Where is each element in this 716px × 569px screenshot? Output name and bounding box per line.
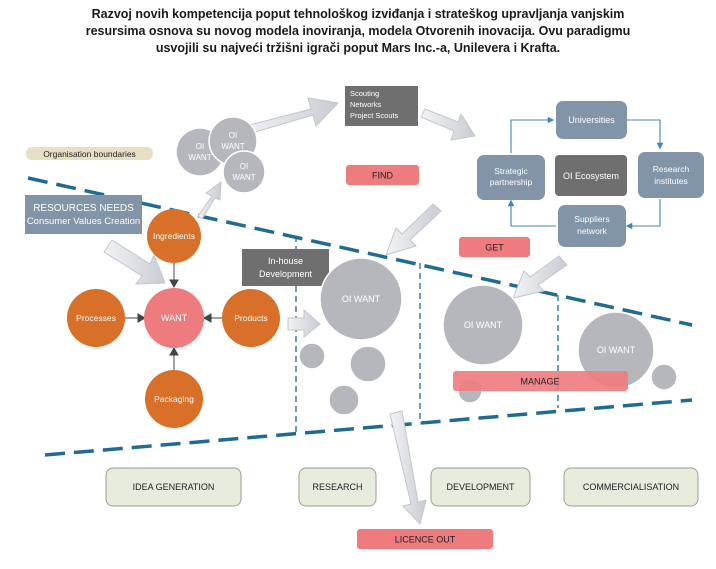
oi-want-research-circle — [319, 257, 403, 341]
oi-want-small-1-line-1: OI — [196, 142, 204, 151]
link-ingredients-want-head — [169, 279, 179, 289]
commercialisation-small-circle — [650, 363, 678, 391]
universities-label: Universities — [568, 115, 615, 125]
link-processes-want-head — [137, 313, 147, 323]
want-center-label: WANT — [161, 313, 188, 323]
packaging-label: Packaging — [154, 394, 194, 404]
eco-connector-suppliers-strategic — [507, 199, 556, 227]
stage-research-label: RESEARCH — [312, 482, 362, 492]
strategic-line-1: Strategic — [494, 166, 528, 176]
ingredients-node — [147, 209, 201, 263]
suppliers-line-2: network — [577, 226, 608, 236]
scouting-line-1: Scouting — [350, 89, 379, 98]
research-line-2: institutes — [654, 176, 688, 186]
resources-needs-line-1: RESOURCES NEEDS — [33, 203, 134, 214]
ingredients-label: Ingredients — [153, 231, 195, 241]
licence-out-label: LICENCE OUT — [395, 535, 456, 545]
research-stage-circles: OI WANT — [298, 257, 403, 416]
arrow-products-to-research — [287, 308, 321, 339]
stage-idea-generation-label: IDEA GENERATION — [133, 482, 215, 492]
get-label: GET — [485, 243, 504, 253]
oi-want-small-3-line-1: OI — [240, 162, 248, 171]
arrow-resources-to-want — [103, 239, 166, 285]
oi-want-cluster: OI WANT OI WANT OI WANT — [175, 116, 266, 194]
oi-want-small-3-line-2: WANT — [232, 173, 255, 182]
manage-label: MANAGE — [520, 377, 559, 387]
oi-ecosystem-center-box — [555, 155, 627, 196]
research-small-circle-1 — [298, 342, 326, 370]
heading-line-3: usvojili su najveći tržišni igrači poput… — [155, 41, 561, 55]
find-label: FIND — [372, 171, 393, 181]
want-cluster: Ingredients Processes WANT Products Pack… — [67, 209, 280, 428]
oi-want-commercialisation-label: OI WANT — [597, 345, 636, 355]
oi-want-small-2-line-2: WANT — [221, 142, 244, 151]
resources-needs-box — [25, 195, 142, 234]
org-boundaries-label: Organisation boundaries — [43, 149, 136, 159]
inhouse-line-1: In-house — [268, 256, 303, 266]
block-arrows — [103, 97, 568, 526]
resources-needs-line-2: Consumer Values Creation — [27, 216, 140, 227]
page-heading: Razvoj novih kompetencija poput tehnološ… — [40, 6, 676, 57]
heading-line-1: Razvoj novih kompetencija poput tehnološ… — [91, 7, 625, 21]
packaging-node — [145, 370, 203, 428]
oi-want-development-label: OI WANT — [464, 320, 503, 330]
stage-research-box — [298, 467, 377, 507]
scouting-line-2: Networks — [350, 100, 382, 109]
scouting-line-3: Project Scouts — [350, 111, 399, 120]
arrow-to-oi-cluster — [197, 180, 222, 220]
licence-out-box — [357, 529, 493, 549]
eco-connector-strategic-universities — [510, 116, 555, 153]
research-small-circle-3 — [328, 384, 360, 416]
processes-node — [67, 289, 125, 347]
oi-want-small-circle-3 — [222, 150, 266, 194]
inhouse-line-2: Development — [259, 269, 313, 279]
stage-commercialisation-box — [563, 467, 699, 507]
heading-line-2: resursima osnova su novog modela inovira… — [85, 24, 631, 38]
arrow-to-ecosystem — [420, 108, 476, 141]
scouting-box — [345, 86, 418, 126]
arrow-to-inhouse — [385, 203, 442, 256]
oi-want-research-label: OI WANT — [342, 294, 381, 304]
suppliers-line-1: Suppliers — [574, 214, 609, 224]
suppliers-network-box — [558, 205, 626, 247]
eco-connector-universities-research — [614, 119, 664, 150]
oi-want-small-2-line-1: OI — [229, 131, 237, 140]
stage-development-box — [430, 467, 531, 507]
processes-label: Processes — [76, 313, 116, 323]
products-node — [222, 289, 280, 347]
find-box — [346, 165, 419, 185]
funnel-top-edge — [27, 176, 693, 327]
inhouse-development-box — [242, 249, 329, 286]
research-line-1: Research — [653, 164, 690, 174]
research-institutes-box — [638, 152, 704, 198]
universities-box — [556, 101, 627, 139]
oi-want-development-circle — [442, 284, 524, 366]
org-boundaries-label-box — [26, 147, 153, 160]
organisation-boundary — [27, 176, 693, 457]
stage-development-label: DEVELOPMENT — [446, 482, 515, 492]
strategic-line-2: partnership — [490, 177, 533, 187]
link-products-want-head — [202, 313, 212, 323]
stage-commercialisation-label: COMMERCIALISATION — [583, 482, 679, 492]
oi-want-small-1-line-2: WANT — [188, 153, 211, 162]
get-box — [459, 237, 530, 257]
want-center-node — [144, 288, 204, 348]
oi-ecosystem-label: OI Ecosystem — [563, 171, 619, 181]
funnel-bottom-edge — [44, 398, 693, 457]
research-small-circle-2 — [349, 345, 387, 383]
link-packaging-want-head — [169, 346, 179, 356]
manage-box — [453, 371, 628, 391]
strategic-partnership-box — [477, 155, 545, 200]
eco-connector-research-suppliers — [625, 199, 661, 230]
arrow-to-licence-out — [389, 410, 427, 526]
arrow-to-development — [512, 255, 568, 299]
arrow-to-scouting — [241, 97, 340, 136]
development-stage-circles: OI WANT OI WANT — [442, 284, 678, 404]
oi-ecosystem: Universities Strategic partnership OI Ec… — [477, 101, 704, 247]
stage-boxes: IDEA GENERATION RESEARCH DEVELOPMENT COM… — [105, 467, 699, 507]
stage-idea-generation-box — [105, 467, 242, 507]
products-label: Products — [234, 313, 268, 323]
